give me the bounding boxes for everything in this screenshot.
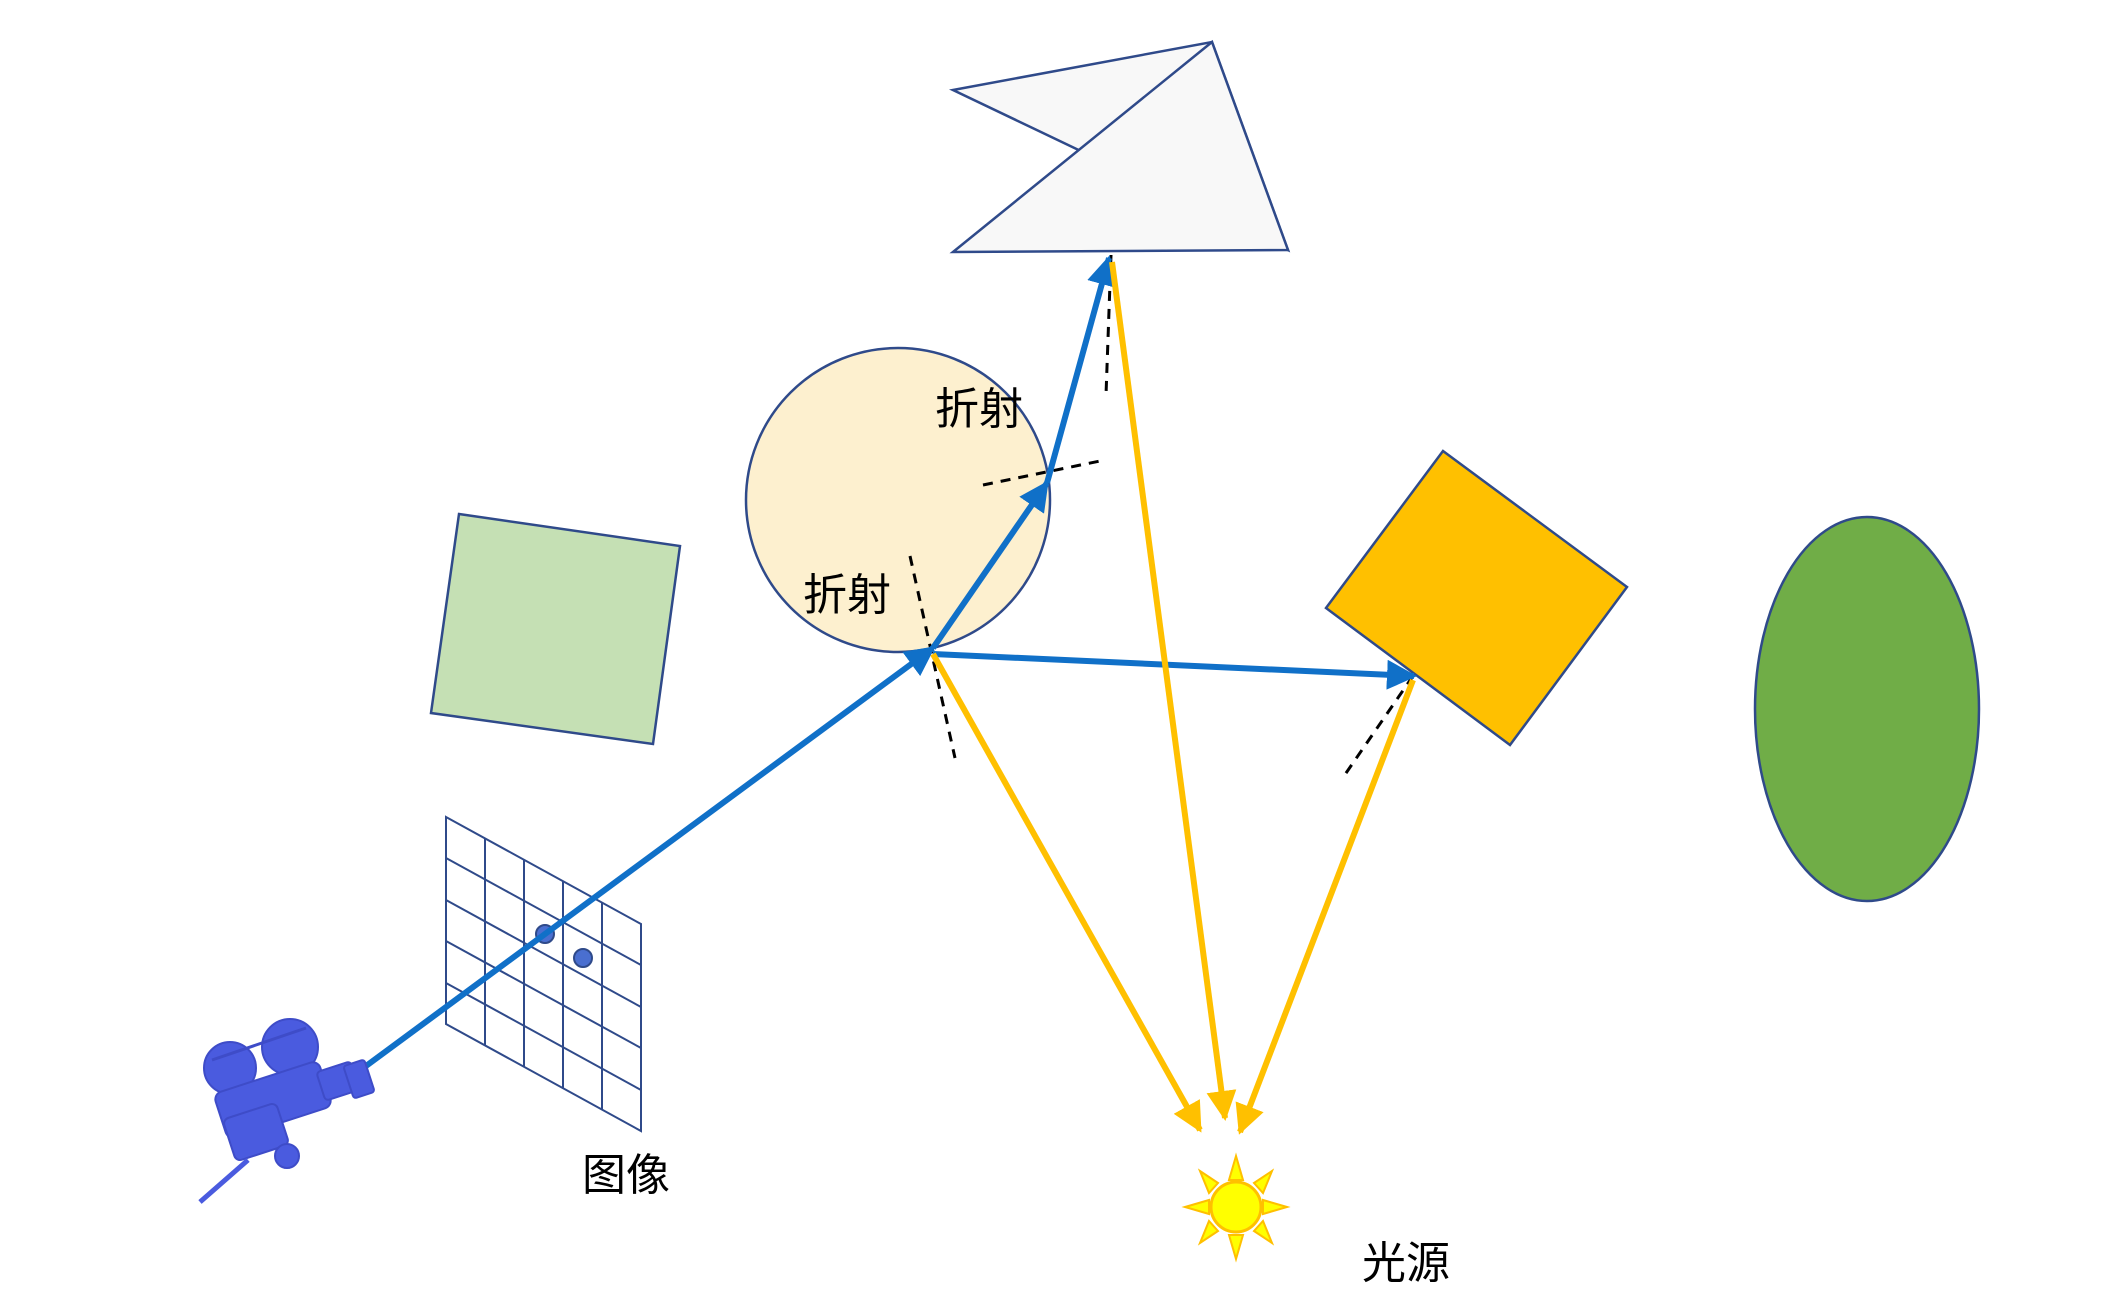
refraction-label: 折射: [803, 570, 891, 621]
shadow-ray: [1235, 678, 1416, 1135]
green-ellipse-object: [1753, 515, 1981, 903]
triangle-object-shape: [949, 39, 1290, 254]
normal-line: [982, 459, 1101, 487]
image-pixel-dot: [573, 948, 593, 968]
refractive-sphere: [744, 346, 1052, 654]
image-plane-grid: [445, 815, 642, 1133]
image-plane-label: 图像: [582, 1150, 670, 1201]
normal-line: [1342, 675, 1415, 777]
movie-camera-icon: [198, 1018, 375, 1204]
refracted-ray: [1044, 255, 1117, 484]
light-source-label: 光源: [1362, 1238, 1450, 1289]
orange-square-object: [1324, 449, 1629, 747]
sun-icon: [1181, 1152, 1291, 1263]
shadow-ray: [1109, 261, 1237, 1121]
refraction-label: 折射: [935, 384, 1023, 435]
primary-ray: [364, 645, 936, 1069]
reflected-ray: [932, 651, 1417, 690]
shadow-ray: [930, 652, 1203, 1133]
green-square-object: [429, 512, 682, 746]
refracted-ray: [930, 480, 1050, 650]
